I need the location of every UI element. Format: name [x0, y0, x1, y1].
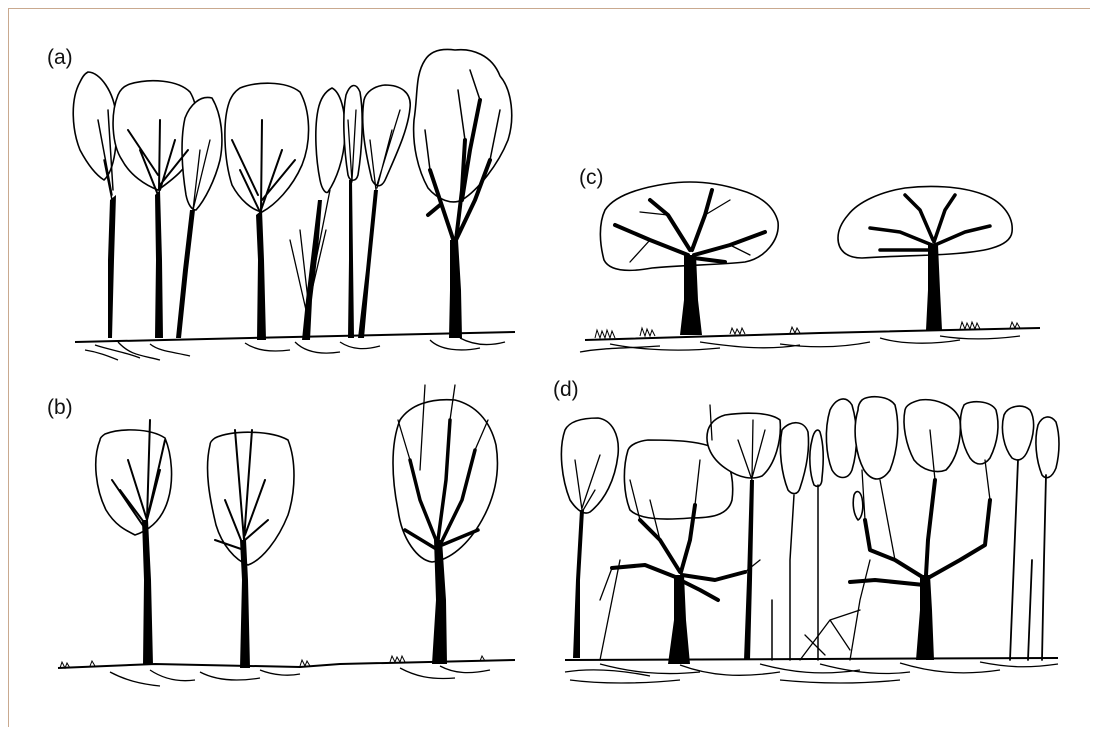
- tree-d6-crown: [826, 399, 856, 478]
- tree-a5-crown: [316, 88, 345, 193]
- panel-c-trees: [580, 182, 1040, 352]
- tree-a7-crown: [363, 85, 411, 186]
- tree-a1-crown: [73, 72, 116, 180]
- panel-d-trees: [561, 397, 1059, 683]
- tree-b1-crown: [96, 430, 172, 535]
- tree-d4-crown: [780, 423, 808, 494]
- tree-a3-crown: [182, 97, 222, 210]
- tree-d5-crown: [810, 430, 823, 486]
- tree-d11-crown: [1036, 417, 1059, 478]
- tree-d7-crown: [855, 397, 898, 479]
- tree-d9-crown: [960, 402, 998, 464]
- tree-d8-crown: [904, 400, 960, 472]
- tree-d12-crown: [853, 492, 863, 520]
- panel-b-trees: [58, 385, 515, 686]
- tree-d10-crown: [1002, 406, 1033, 460]
- panel-a-trees: [73, 49, 515, 360]
